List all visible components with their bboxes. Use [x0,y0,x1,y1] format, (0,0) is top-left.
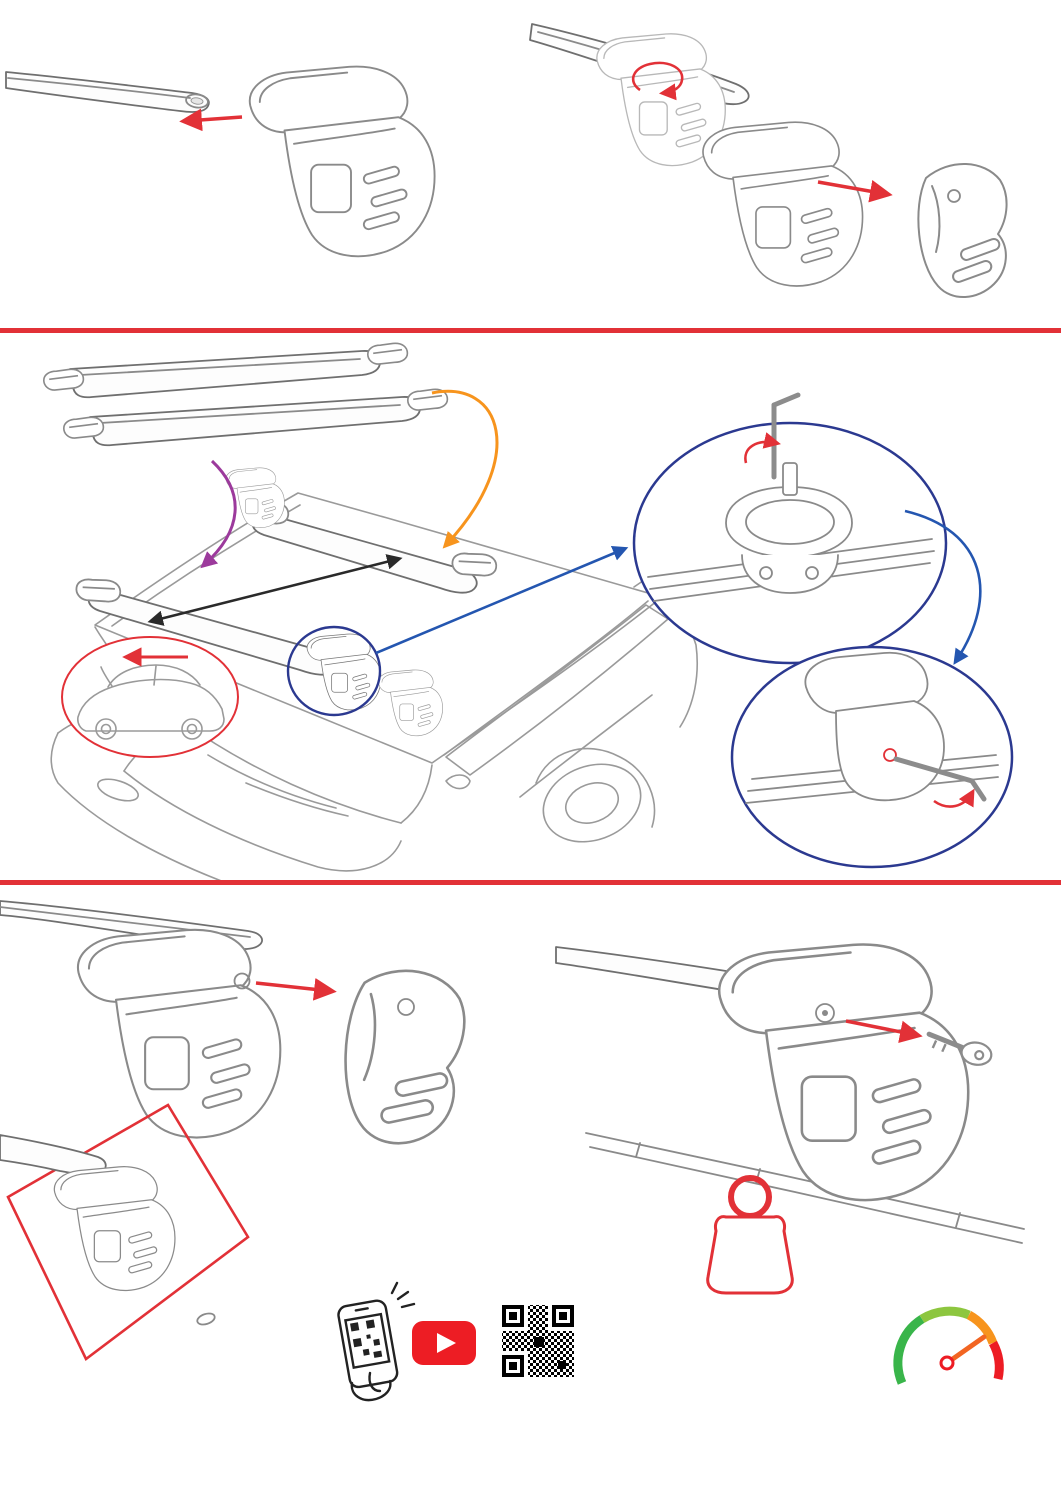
connector-line [904,509,982,665]
weight-limit-badge [706,1175,794,1295]
crossbars-pair [42,342,449,447]
detail-pointer-arrow [375,546,629,655]
allen-key-icon-2 [893,756,987,802]
divider-bottom [0,880,1061,885]
attach-arrow-step5 [255,977,337,1001]
divider-top [0,328,1061,333]
measurement-arrow [147,554,403,626]
insert-arrow-step1 [179,108,243,132]
section-step-1-2 [5,23,1008,299]
detail-view-1 [632,392,948,665]
rotate-arrow-icon-1 [744,432,781,464]
attach-arrow-step2 [817,180,893,203]
rotate-arrow-icon-2 [933,788,975,808]
cover-illustration-step5 [331,961,473,1152]
crossbar-icon-step1 [5,71,210,113]
qr-code [500,1303,576,1379]
roof-panel-outline [0,1103,250,1361]
key-icon [926,1031,993,1066]
foot-illustration-step6 [717,943,970,1202]
rotate-arrow-icon-step2 [631,61,684,101]
bolt-hole [883,748,897,762]
foot-illustration-step5 [76,928,282,1139]
gauge-needle [944,1334,987,1366]
cover-illustration-step2 [917,162,1008,299]
section-step-3-4 [42,342,1014,880]
speed-limit-gauge [893,1306,1004,1385]
guide-arrow-b [431,389,499,549]
guide-arrow-a [200,459,237,569]
car-side-icon [77,664,225,740]
foot-illustration-step2-mid [702,121,864,287]
key-arrow-step6 [845,1019,923,1044]
youtube-icon [412,1321,476,1365]
detail-view-2 [730,645,1014,869]
foot-illustration-step1 [248,65,436,258]
car-direction-badge [61,636,239,758]
phone-scan-icon [337,1281,416,1402]
highlight-circle [286,625,382,717]
section-step-5-6 [0,900,1025,1402]
